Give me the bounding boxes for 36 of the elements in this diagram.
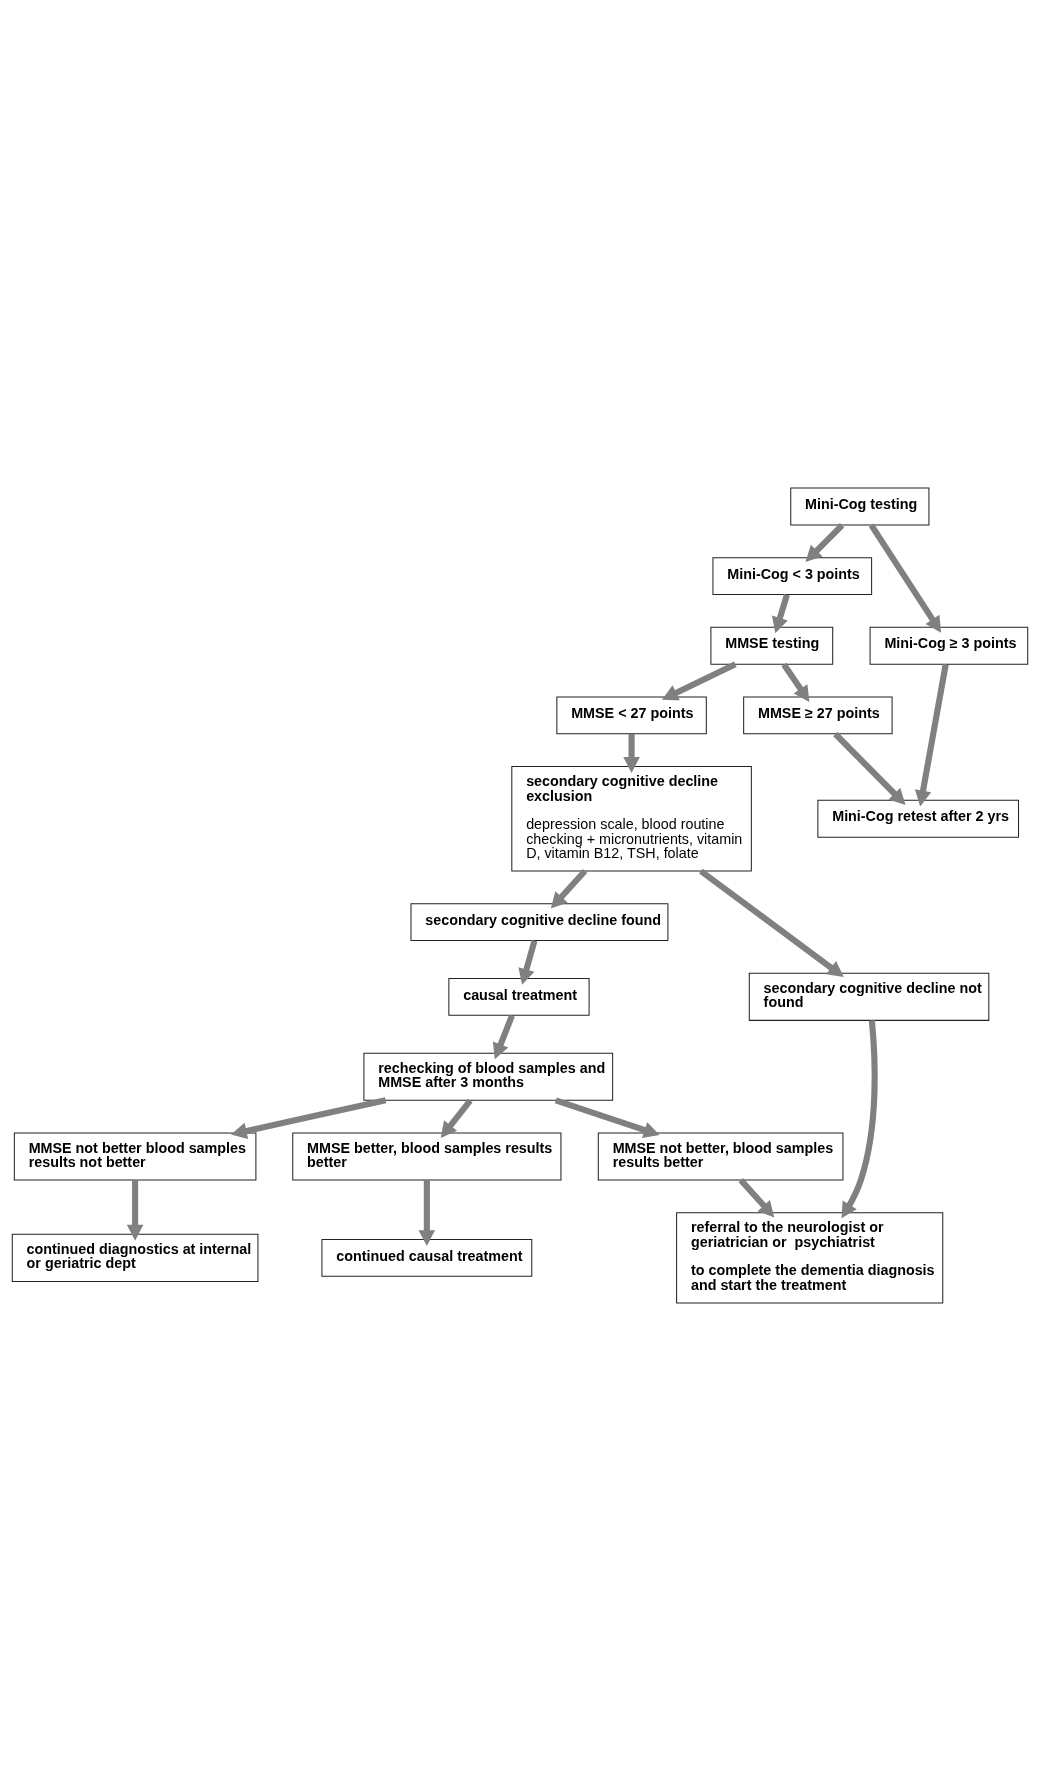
arrow [554,1097,660,1138]
arrow [661,661,737,701]
node-box: continued causal treatment [321,1238,533,1277]
node-box: referral to the neurologist or geriatrician or psychiatrist to complete the dementia diagnosis and start the treatment [676,1212,944,1304]
arrow [492,1014,515,1060]
node-box: secondary cognitive decline exclusion depression scale, blood routine checking + micronutrients, vitamin D, vitamin B12, TSH, folate [511,766,752,872]
arrow [805,523,845,562]
arrow [781,662,810,702]
node-box: rechecking of blood samples and MMSE after 3 months [363,1052,614,1101]
arrow [230,1097,387,1140]
node-box: MMSE < 27 points [556,696,707,735]
node-box: MMSE better, blood samples results better [292,1132,562,1181]
arrow [440,1098,473,1138]
node-box: MMSE not better blood samples results not better [13,1132,257,1181]
node-box: Mini-Cog retest after 2 yrs [817,799,1019,838]
node-box: Mini-Cog < 3 points [712,557,873,596]
node-box: MMSE not better, blood samples results better [597,1132,844,1181]
arrow [518,939,538,985]
arrow [418,1180,436,1246]
node-box: MMSE ≥ 27 points [743,696,893,735]
node-box: continued diagnostics at internal or geriatric dept [11,1233,259,1282]
arrow [833,731,906,805]
node-box: MMSE testing [710,626,834,665]
node-box: Mini-Cog ≥ 3 points [869,626,1029,665]
node-box: causal treatment [448,977,590,1016]
node-box: secondary cognitive decline not found [748,972,990,1021]
arrow [771,594,790,634]
arrow [914,663,949,807]
arrow [126,1180,144,1241]
arrow [841,1020,878,1219]
arrow [868,523,942,633]
arrow [699,868,844,978]
node-box: secondary cognitive decline found [410,903,669,942]
arrow [550,868,588,909]
arrow [738,1178,775,1218]
node-box: Mini-Cog testing [790,487,930,526]
